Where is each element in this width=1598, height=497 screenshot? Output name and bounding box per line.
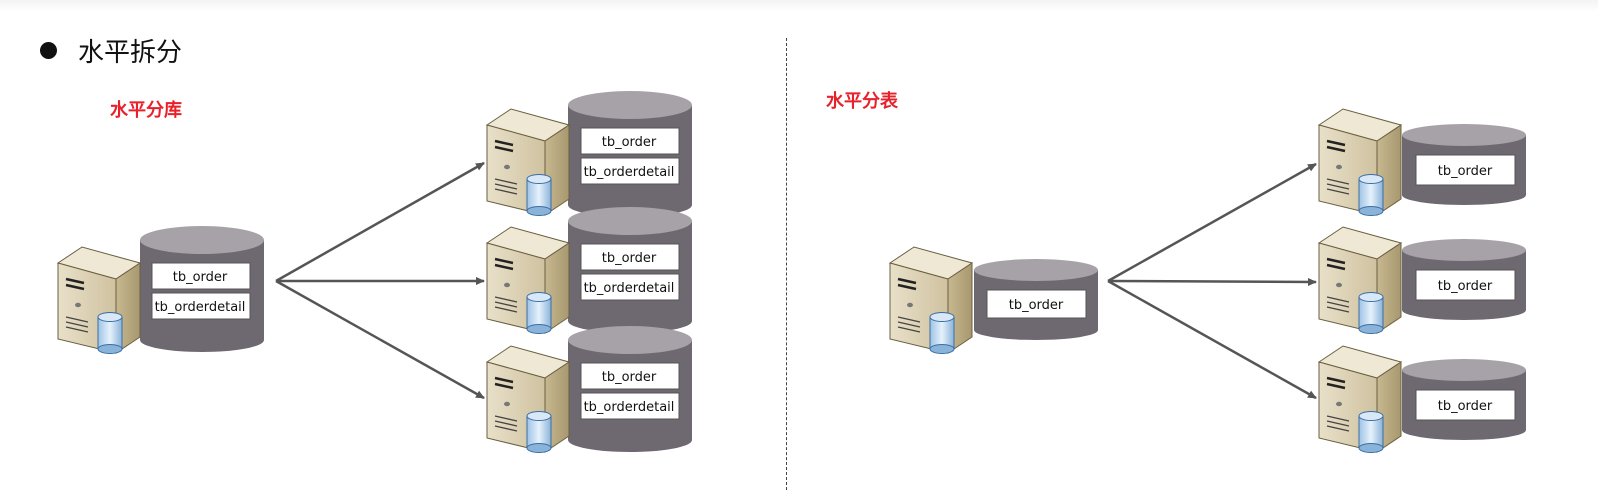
target-db-node-1: tb_order tb_orderdetail [485, 91, 692, 217]
server-icon [1317, 225, 1403, 335]
bullet-icon [40, 42, 57, 59]
table-label: tb_order [173, 270, 228, 285]
section-divider [786, 38, 787, 490]
table-label: tb_order [602, 251, 657, 266]
table-split-label: 水平分表 [826, 91, 898, 112]
table-label: tb_order [1438, 164, 1493, 179]
target-table-node-2: tb_order [1317, 225, 1526, 335]
target-table-node-3: tb_order [1317, 344, 1526, 454]
target-db-node-2: tb_order tb_orderdetail [485, 207, 692, 335]
top-band [0, 0, 1598, 12]
table-label: tb_orderdetail [584, 400, 675, 415]
db-split-label: 水平分库 [110, 100, 182, 121]
source-table-node: tb_order [888, 245, 1098, 355]
target-table-node-1: tb_order [1317, 107, 1526, 217]
arrow-to-table-2 [1107, 277, 1317, 286]
server-icon [485, 107, 571, 217]
table-label: tb_orderdetail [155, 300, 246, 315]
table-label: tb_order [602, 135, 657, 150]
left-arrows [275, 161, 485, 400]
table-label: tb_order [602, 370, 657, 385]
target-db-node-3: tb_order tb_orderdetail [485, 326, 692, 454]
server-icon [56, 245, 142, 355]
arrow-to-db-3 [275, 279, 485, 400]
table-label: tb_order [1438, 399, 1493, 414]
server-icon [1317, 344, 1403, 454]
table-label: tb_order [1438, 279, 1493, 294]
server-icon [888, 245, 974, 355]
table-label: tb_orderdetail [584, 165, 675, 180]
table-label: tb_orderdetail [584, 281, 675, 296]
table-label: tb_order [1009, 298, 1064, 313]
source-db-node: tb_order tb_orderdetail [56, 226, 264, 355]
server-icon [485, 225, 571, 335]
server-icon [485, 344, 571, 454]
server-icon [1317, 107, 1403, 217]
arrow-to-table-3 [1107, 279, 1317, 400]
arrow-to-table-1 [1107, 162, 1317, 283]
right-arrows [1107, 162, 1317, 400]
page-title: 水平拆分 [78, 38, 183, 68]
arrow-to-db-1 [275, 161, 485, 283]
